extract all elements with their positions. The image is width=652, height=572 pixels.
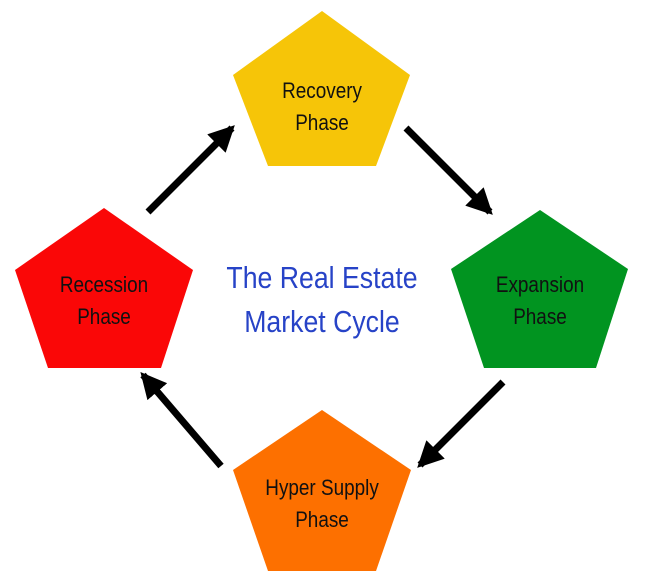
arrow-recovery-to-expansion <box>403 125 493 215</box>
expansion-label-line2: Phase <box>513 305 567 330</box>
pentagon-hyper-supply <box>233 410 411 571</box>
phase-recession: Recession Phase <box>15 208 193 368</box>
phase-recovery: Recovery Phase <box>233 11 410 166</box>
phase-expansion: Expansion Phase <box>451 210 628 368</box>
arrow-hyper-supply-to-recession <box>140 371 224 469</box>
recovery-label-line1: Recovery <box>282 79 363 104</box>
pentagon-recovery <box>233 11 410 166</box>
recession-label-line2: Phase <box>77 305 131 330</box>
diagram-title-line2: Market Cycle <box>244 305 400 339</box>
arrow-recession-to-recovery <box>145 125 235 215</box>
hyper-supply-label-line2: Phase <box>295 508 349 533</box>
diagram-title-line1: The Real Estate <box>226 261 417 295</box>
recession-label-line1: Recession <box>60 273 148 298</box>
pentagon-expansion <box>451 210 628 368</box>
hyper-supply-label-line1: Hyper Supply <box>265 476 379 501</box>
recovery-label-line2: Phase <box>295 111 349 136</box>
arrow-expansion-to-hyper-supply <box>417 379 506 468</box>
pentagon-recession <box>15 208 193 368</box>
expansion-label-line1: Expansion <box>496 273 584 298</box>
phase-hyper-supply: Hyper Supply Phase <box>233 410 411 571</box>
